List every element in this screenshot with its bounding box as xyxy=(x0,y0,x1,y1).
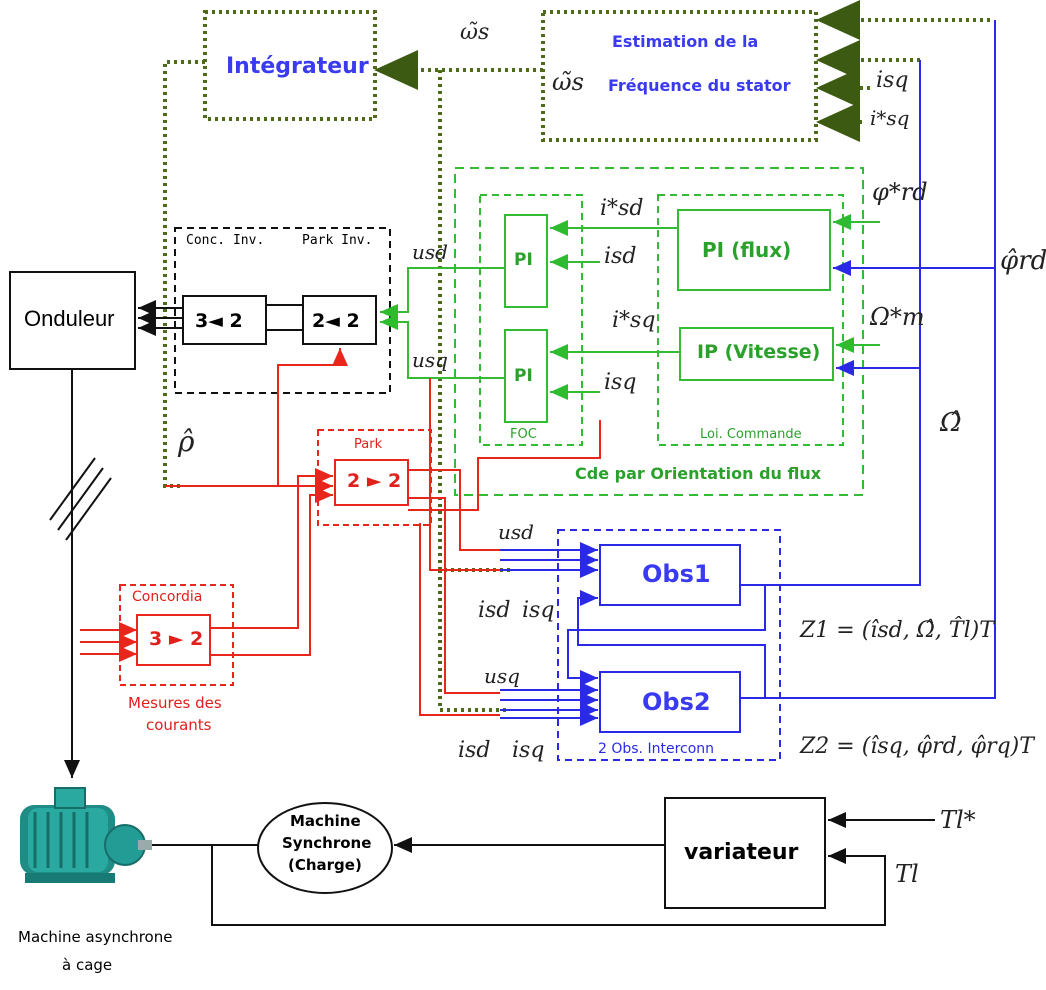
loi-commande-label: Loi. Commande xyxy=(700,427,802,442)
variateur-label: variateur xyxy=(684,840,799,865)
isd-pi-label: isd xyxy=(604,244,637,269)
phi-rd-star-label: φ*rd xyxy=(872,178,928,206)
pi-flux-box xyxy=(677,209,831,291)
pi1-label: PI xyxy=(514,250,533,270)
mesures-label-2: courants xyxy=(146,716,212,734)
obs2-label: Obs2 xyxy=(642,688,711,716)
concordia-label: Concordia xyxy=(132,589,203,605)
pi2-box xyxy=(504,329,548,423)
phi-rd-hat-label: φ̂rd xyxy=(1000,246,1046,276)
machine-sync-label-2: Synchrone xyxy=(282,834,372,852)
usd-obs-label: usd xyxy=(498,520,534,544)
loi-commande-group xyxy=(657,194,844,446)
obs-interconn-label: 2 Obs. Interconn xyxy=(598,741,715,757)
estimation-label-2: Fréquence du stator xyxy=(608,76,791,95)
isd-obs1-label: isd xyxy=(478,598,511,623)
b32-conc-label: 3 ► 2 xyxy=(149,628,204,650)
conc-inv-label: Conc. Inv. xyxy=(186,233,265,248)
foc-label: FOC xyxy=(510,427,537,442)
integrator-to-rho xyxy=(163,60,205,488)
z1-label: Z1 = (îsd, Ω̂, T̂l)T xyxy=(800,618,994,643)
obs2-box xyxy=(599,671,741,733)
isq-obs1-label: isq xyxy=(522,598,555,623)
machine-async-label-2: à cage xyxy=(62,956,113,974)
mesures-label-1: Mesures des xyxy=(128,694,222,712)
b22-park-box xyxy=(334,459,409,506)
b32-conc-box xyxy=(136,614,211,666)
isq-obs2-label: isq xyxy=(512,738,545,763)
machine-async-label-1: Machine asynchrone xyxy=(18,928,173,946)
usd-pinv-label: usd xyxy=(412,240,448,264)
isd-obs2-label: isd xyxy=(458,738,491,763)
foc-group xyxy=(479,194,583,446)
park-inv-label: Park Inv. xyxy=(302,233,373,248)
b32-inv-label: 3◄ 2 xyxy=(195,310,243,332)
ip-vitesse-label: IP (Vitesse) xyxy=(697,341,821,363)
obs1-label: Obs1 xyxy=(642,560,711,588)
isd-star-label: i*sd xyxy=(600,196,644,221)
omega-m-star-label: Ω*m xyxy=(870,303,925,331)
pi-flux-label: PI (flux) xyxy=(702,238,792,262)
tl-label: Tl xyxy=(895,860,919,888)
variateur-box xyxy=(664,797,826,909)
pi1-box xyxy=(504,214,548,308)
olive-drop2 xyxy=(438,570,510,712)
asynchronous-motor-image xyxy=(20,787,152,883)
omega-s-left-label: ω̃s xyxy=(552,68,584,96)
usq-obs-label: usq xyxy=(484,664,520,688)
pi2-label: PI xyxy=(514,366,533,386)
integrateur-box xyxy=(203,10,377,121)
onduleur-label: Onduleur xyxy=(24,306,115,331)
cde-orientation-label: Cde par Orientation du flux xyxy=(575,464,822,483)
onduleur-box xyxy=(9,271,136,370)
b22-inv-box xyxy=(302,295,377,345)
park-label: Park xyxy=(354,437,383,452)
machine-synchrone-ellipse xyxy=(257,802,393,894)
machine-sync-label-3: (Charge) xyxy=(288,856,362,874)
integrateur-label: Intégrateur xyxy=(226,54,369,79)
cde-orientation-group xyxy=(454,167,864,496)
z2-label: Z2 = (îsq, φ̂rd, φ̂rq)T xyxy=(800,734,1034,759)
isq-star-label: i*sq xyxy=(612,308,656,333)
isq-star-est-label: i*sq xyxy=(870,106,910,130)
ip-vitesse-box xyxy=(679,327,834,381)
estimation-label-1: Estimation de la xyxy=(612,32,759,51)
b22-inv-label: 2◄ 2 xyxy=(312,310,360,332)
omega-hat-label: Ω̂ xyxy=(940,408,962,438)
obs1-box xyxy=(599,544,741,606)
b32-inv-box xyxy=(182,295,267,345)
rho-hat-label: ρ̂ xyxy=(178,425,195,458)
tl-star-label: Tl* xyxy=(940,806,976,834)
inverse-transforms-group xyxy=(174,227,391,394)
isq-pi-label: isq xyxy=(604,370,637,395)
machine-sync-label-1: Machine xyxy=(290,812,361,830)
isq-est-label: isq xyxy=(876,68,909,93)
obs-interconn-group xyxy=(557,529,781,761)
usq-pinv-label: usq xyxy=(412,348,448,372)
omega-s-top-label: ω̃s xyxy=(460,20,490,45)
b22-park-label: 2 ► 2 xyxy=(347,470,402,492)
